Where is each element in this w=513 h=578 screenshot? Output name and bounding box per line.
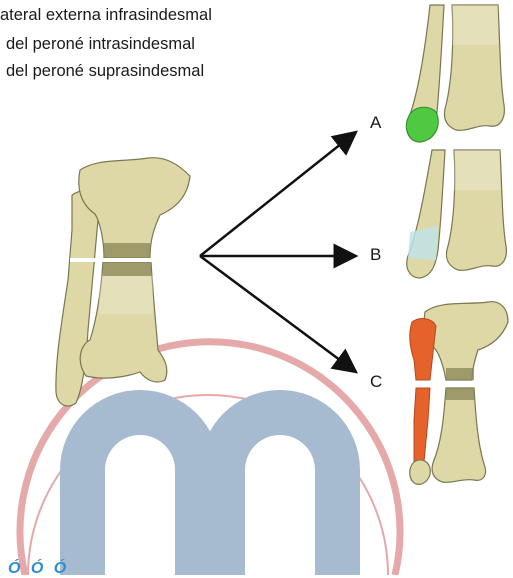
panel-c-bone — [405, 302, 512, 485]
footer-text: Ó Ó Ó — [8, 560, 69, 578]
panel-a-bone — [406, 5, 504, 142]
arrows — [200, 132, 356, 372]
panel-b-fracture-zone — [408, 226, 438, 260]
panel-label-b: B — [370, 245, 381, 265]
panel-c-fracture-zone-upper — [410, 319, 436, 380]
panel-label-c: C — [370, 372, 382, 392]
panel-a-fracture-zone — [406, 107, 438, 142]
ankle-bone-main — [56, 158, 190, 406]
arrow-to-a — [200, 132, 356, 256]
panel-b-bone — [407, 150, 507, 278]
panel-label-a: A — [370, 113, 381, 133]
panel-c-fracture-zone-lower — [414, 388, 430, 470]
